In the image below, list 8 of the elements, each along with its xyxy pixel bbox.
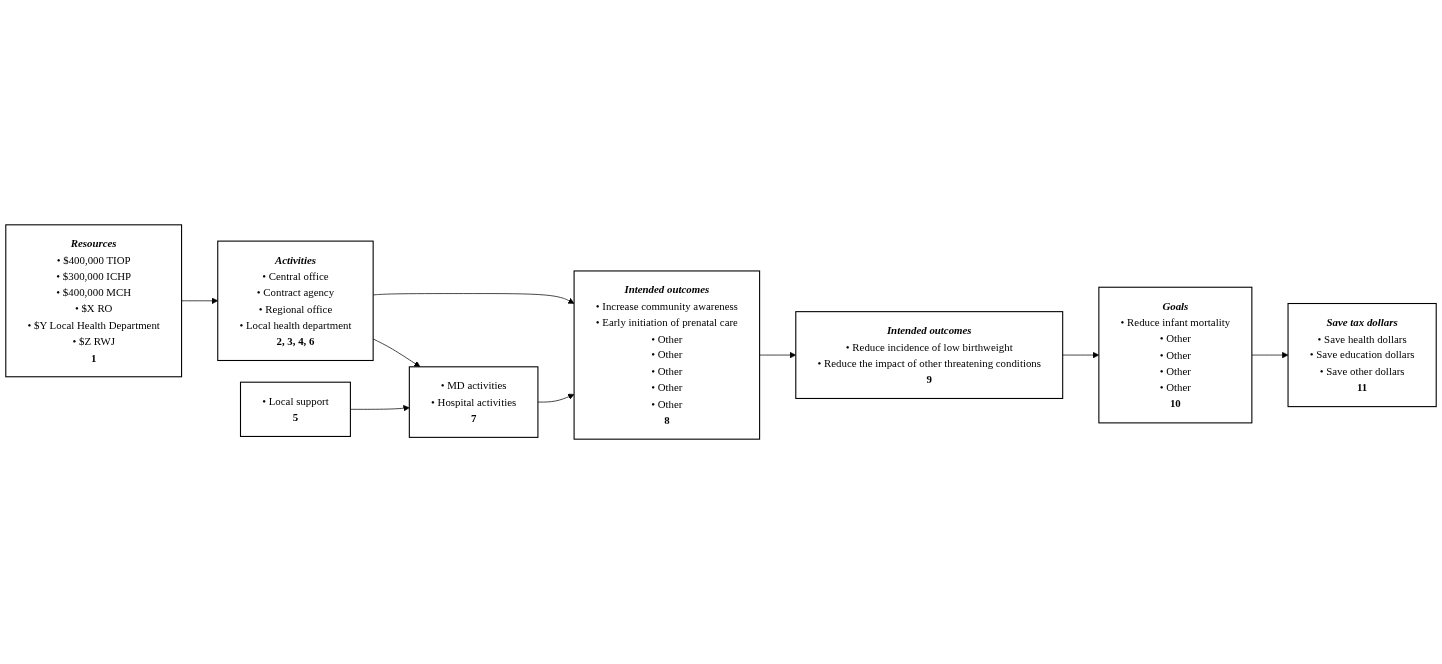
node-box: Intended outcomes • Reduce incidence of low birthweight • Reduce the impact of other threatening conditions 9 bbox=[795, 311, 1064, 399]
node-box: • MD activities • Hospital activities 7 bbox=[408, 366, 539, 438]
node-box: Activities • Central office • Contract agency • Regional office • Local health department 2, 3, 4, 6 bbox=[217, 240, 374, 362]
node-box: Save tax dollars • Save health dollars • Save education dollars • Save other dollars 11 bbox=[1287, 302, 1437, 408]
node-box: Goals • Reduce infant mortality • Other • Other • Other • Other 10 bbox=[1098, 286, 1253, 424]
node-box: Intended outcomes • Increase community awareness • Early initiation of prenatal care • Other • Other • Other • Other • Other 8 bbox=[573, 270, 761, 440]
node-box: • Local support 5 bbox=[239, 381, 351, 437]
node-box: Resources • $400,000 TIOP • $300,000 ICHP • $400,000 MCH • $X RO • $Y Local Health Department • $Z RWJ 1 bbox=[5, 224, 183, 378]
